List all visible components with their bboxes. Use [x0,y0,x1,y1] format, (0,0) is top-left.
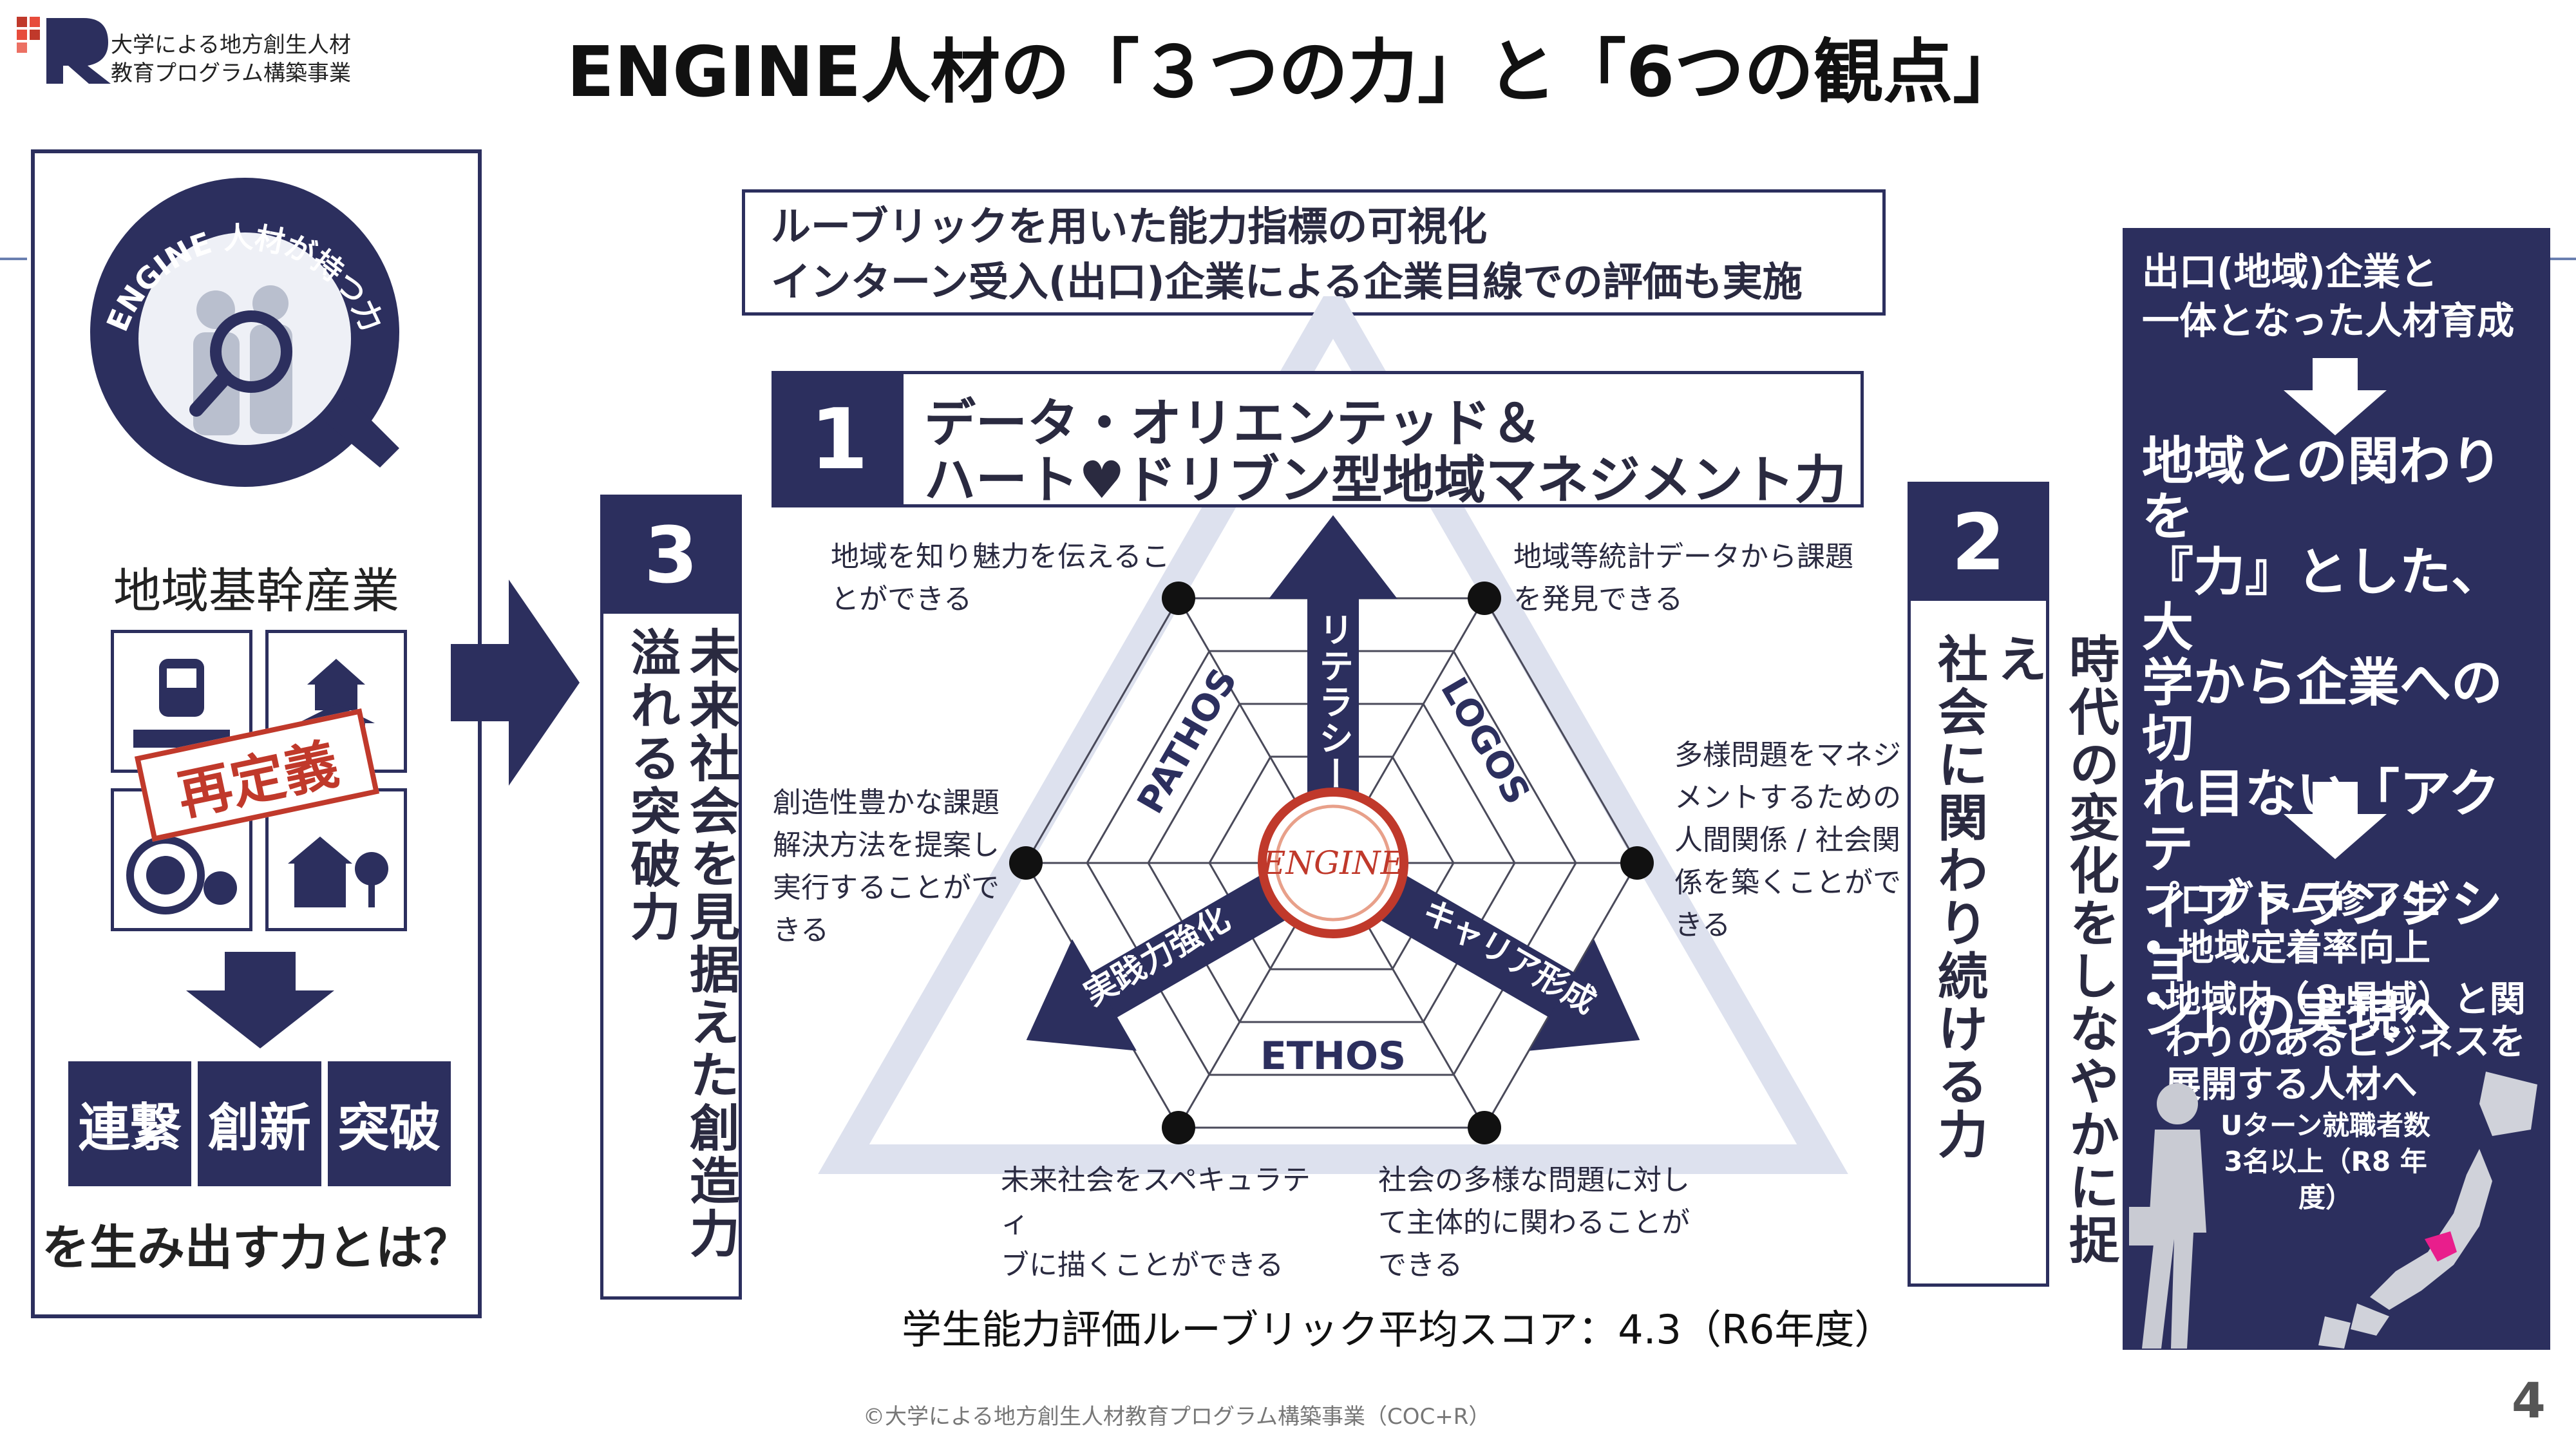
logo-text-line2: 教育プログラム構築事業 [111,61,351,86]
logo-text-line1: 大学による地方創生人材 [111,32,351,58]
power3-number: 3 [603,498,739,614]
magnifier-icon [189,310,292,417]
japan-map-icon [2318,1072,2537,1349]
viewpoint-bottom-left: 未来社会をスペキュラティ ブに描くことができる [1001,1164,1311,1282]
keywords-row: 連繋 創新 突破 [68,1061,451,1186]
power2-col2: 社会に関わり続ける力 [1929,633,1987,1161]
rubric-line2: インターン受入(出口)企業による企業目線での評価も実施 [771,258,1803,305]
power3-box: 3 溢れる突破力 未来社会を見据えた創造力 [600,495,742,1300]
right-down-arrow-icon-2 [2284,782,2387,859]
businessman-icon [2129,1083,2206,1349]
header-divider-right [2550,258,2576,260]
power2-number: 2 [1911,485,2046,601]
sector-logos: LOGOS [1432,670,1538,811]
down-arrow-icon [186,952,334,1048]
right-down-arrow-icon [2284,358,2387,435]
power1-box: 1 データ・オリエンテッド＆ ハート♥ドリブン型地域マネジメント力 [772,371,1864,510]
viewpoint-top-left: 地域を知り魅力を伝えるこ とができる [831,540,1170,616]
food-icon [111,788,252,931]
bullet-dot: • [2142,979,2165,1021]
right-panel: 出口(地域)企業と 一体となった人材育成 地域との関わりを 『力』とした、大 学… [2123,228,2550,1350]
completion-bullet-2: • 地域内（３県域）と関わりのあるビジネスを展開する人材へ [2142,979,2528,1106]
viewpoint-left: 創造性豊かな課題 解決方法を提案し 実行することがで きる [773,786,999,947]
power3-col1: 未来社会を見据えた創造力 [681,627,739,1260]
rubric-box: ルーブリックを用いた能力指標の可視化 インターン受入(出口)企業による企業目線で… [742,189,1886,316]
industry-label: 地域基幹産業 [113,564,399,619]
right-arrow-icon [451,580,580,786]
header-divider-left [0,258,27,260]
radar-vertex-dots [1009,582,1654,1144]
completion-label: プログラム修了生 [2142,878,2440,922]
keyword-soushin: 創新 [198,1061,321,1186]
bullet-text: 地域定着率向上 [2178,927,2430,969]
score-text: 学生能力評価ルーブリック平均スコア：4.3（R6年度） [902,1306,1895,1353]
viewpoint-top-right: 地域等統計データから課題 を発見できる [1513,540,1853,616]
power1-number: 1 [775,374,904,504]
engine-logo: ENGINE [1258,788,1408,938]
right-heading: 出口(地域)企業と 一体となった人材育成 [2142,250,2515,343]
keyword-renkei: 連繋 [68,1061,192,1186]
uturn-text: Uターン就職者数 3名以上（R8 年度） [2220,1110,2430,1213]
rubric-line1: ルーブリックを用いた能力指標の可視化 [771,203,1488,250]
page-number: 4 [2512,1372,2546,1429]
sector-pathos: PATHOS [1130,661,1245,820]
power2-box: 2 時代の変化をしなやかに捉え 社会に関わり続ける力 [1908,482,2119,1287]
question-text: を生み出す力とは？ [42,1220,471,1276]
engine-badge: ENGINE 人材が持つ力 [90,178,399,487]
bullet-dot: • [2142,927,2165,969]
power3-col2: 溢れる突破力 [622,627,680,943]
footer-copyright: ©大学による地方創生人材教育プログラム構築事業（COC+R） [863,1404,1491,1430]
keyword-toppa: 突破 [327,1061,451,1186]
page-title: ENGINE人材の「３つの力」と「6つの観点」 [567,32,2023,113]
left-panel: ENGINE 人材が持つ力 地域基幹産業 再定義 連繋 創新 突破 を生み出す力… [31,149,482,1318]
viewpoint-bottom-right: 社会の多様な問題に対し て主体的に関わることが できる [1378,1164,1690,1282]
right-main-text: 地域との関わりを 『力』とした、大 学から企業への切 れ目ない「アクテ ィブトラ… [2142,431,2503,1045]
bullet-text: 地域内（３県域）と関わりのあるビジネスを展開する人材へ [2164,979,2526,1106]
power1-line2: ハート♥ドリブン型地域マネジメント力 [924,450,1846,510]
sector-ethos: ETHOS [1260,1034,1406,1079]
completion-bullet-1: • 地域定着率向上 [2142,927,2541,970]
viewpoint-right: 多様問題をマネジ メントするための 人間関係 / 社会関 係を築くことがで きる [1674,739,1901,942]
logo: 大学による地方創生人材 教育プログラム構築事業 [14,14,401,86]
power1-line1: データ・オリエンテッド＆ [924,393,1542,453]
triangle-diagram: リテラシー強化 実践力強化 キャリア形成 PATHOS LOGOS ETHOS … [818,296,1848,1174]
power2-col1: 時代の変化をしなやかに捉え [1989,633,2119,1267]
engine-logo-text: ENGINE [1262,844,1404,882]
logo-mark-icon [17,17,111,84]
